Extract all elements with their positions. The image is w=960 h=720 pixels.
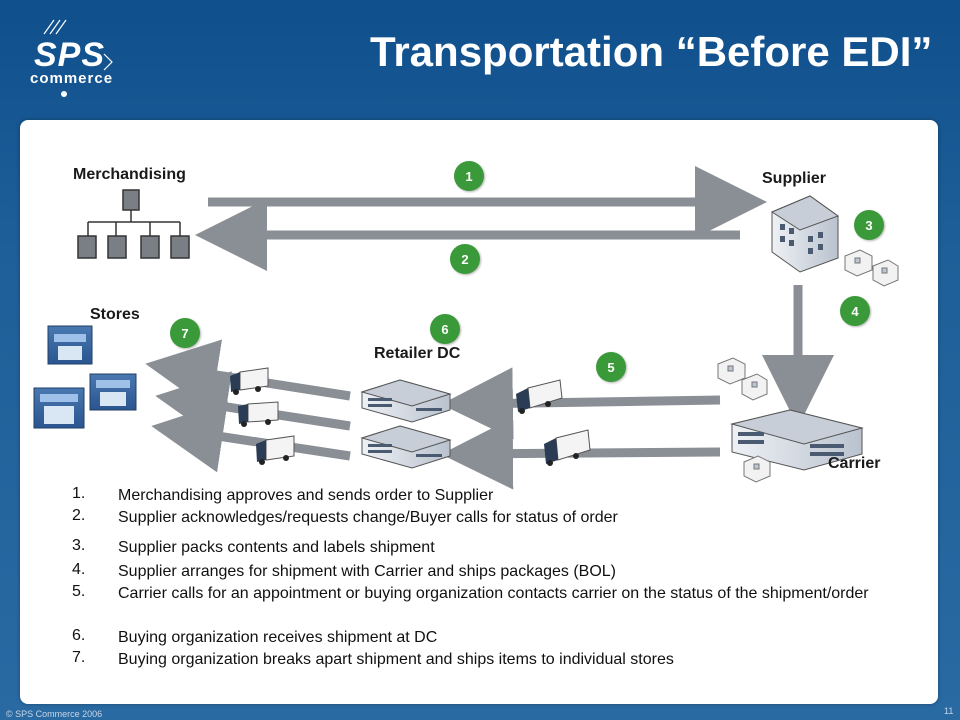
step-number: 1. (72, 485, 86, 502)
package-icon (717, 357, 771, 483)
step-text: Buying organization breaks apart shipmen… (118, 651, 674, 668)
step-number: 7. (72, 649, 86, 666)
logo-text: SPS (34, 36, 106, 74)
truck-icon (544, 429, 591, 466)
step-badge-4: 4 (840, 296, 870, 326)
step-text: Supplier packs contents and labels shipm… (118, 539, 435, 556)
step-text: Carrier calls for an appointment or buyi… (118, 585, 869, 602)
step-badge-6: 6 (430, 314, 460, 344)
page-title: Transportation “Before EDI” (370, 28, 933, 75)
arrow-carrier-to-dc-1 (441, 367, 721, 440)
sps-logo: SPS commerce (16, 14, 126, 104)
arrow-carrier-to-dc-2 (441, 417, 721, 490)
retailer-dc-label: Retailer DC (374, 345, 461, 362)
store-icon (33, 387, 85, 429)
list-item: 5. Carrier calls for an appointment or b… (72, 583, 922, 604)
step-badge-2: 2 (450, 244, 480, 274)
store-icon (47, 325, 93, 365)
supplier-label: Supplier (762, 170, 827, 187)
step-text: Supplier acknowledges/requests change/Bu… (118, 509, 618, 526)
list-item: 2. Supplier acknowledges/requests change… (72, 507, 922, 528)
logo-subtext: commerce (30, 70, 114, 87)
stores-label: Stores (90, 306, 140, 323)
store-icon (89, 373, 137, 411)
truck-icon (516, 379, 563, 414)
package-icon (844, 249, 899, 287)
step-text: Supplier arranges for shipment with Carr… (118, 563, 617, 580)
step-number: 4. (72, 561, 86, 578)
list-item: 3. Supplier packs contents and labels sh… (72, 537, 922, 558)
carrier-label: Carrier (828, 455, 881, 472)
page-number: 11 (944, 706, 954, 716)
list-item: 1. Merchandising approves and sends orde… (72, 485, 922, 506)
step-number: 6. (72, 627, 86, 644)
carrier-warehouse-icon (730, 409, 864, 471)
step-text: Buying organization receives shipment at… (118, 629, 438, 646)
list-item: 4. Supplier arranges for shipment with C… (72, 561, 922, 582)
step-number: 2. (72, 507, 86, 524)
step-badge-7: 7 (170, 318, 200, 348)
logo-mark-icon (43, 19, 113, 97)
step-number: 3. (72, 537, 86, 554)
step-badge-1: 1 (454, 161, 484, 191)
step-badge-5: 5 (596, 352, 626, 382)
step-badge-3: 3 (854, 210, 884, 240)
truck-icon (256, 435, 295, 465)
retailer-dc-building-icon (360, 425, 452, 469)
copyright-text: © SPS Commerce 2006 (6, 709, 103, 719)
step-text: Merchandising approves and sends order t… (118, 487, 494, 504)
list-item: 6. Buying organization receives shipment… (72, 627, 922, 648)
truck-icon (230, 367, 269, 395)
merchandising-label: Merchandising (73, 166, 186, 183)
step-number: 5. (72, 583, 86, 600)
supplier-building-icon (770, 195, 840, 273)
retailer-dc-building-icon (360, 379, 452, 423)
list-item: 7. Buying organization breaks apart ship… (72, 649, 922, 670)
org-chart-icon (77, 189, 190, 259)
truck-icon (238, 401, 279, 427)
